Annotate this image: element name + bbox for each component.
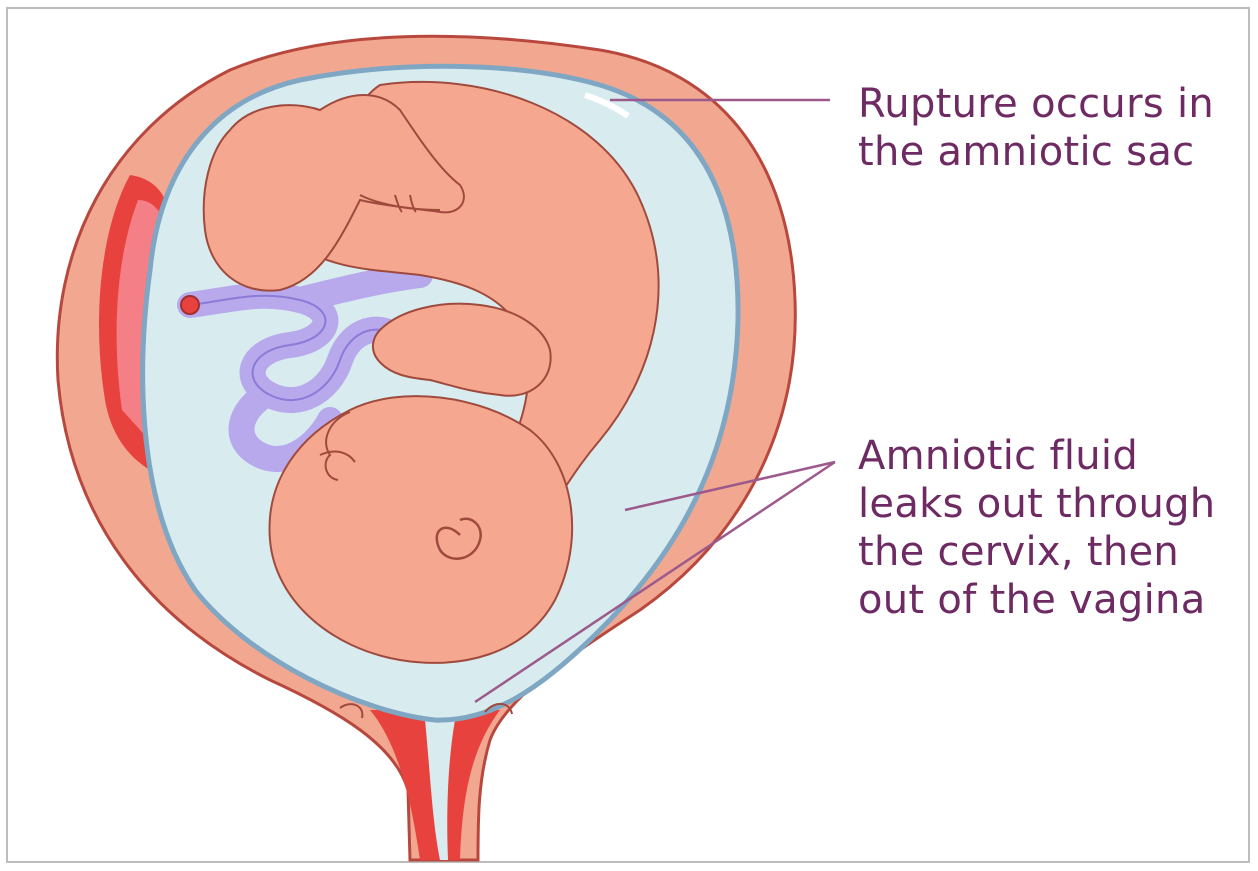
amniotic-fluid-label: Amniotic fluid leaks out through the cer… [858,432,1253,624]
cord-insertion [181,296,199,314]
rupture-label: Rupture occurs in the amniotic sac [858,80,1248,176]
fetus-head [270,396,573,663]
